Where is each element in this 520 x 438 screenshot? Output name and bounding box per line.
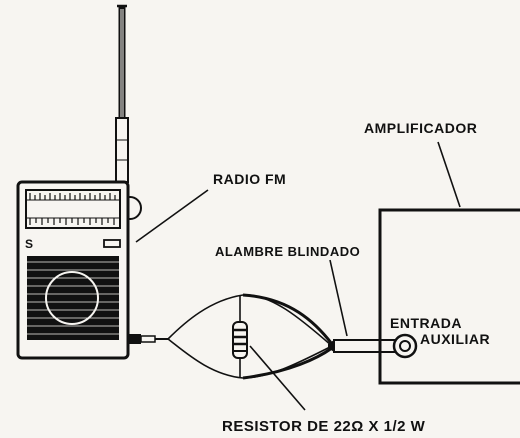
resistor-leader-line <box>249 345 306 411</box>
dial-ticks-lower <box>29 218 115 225</box>
wiring <box>167 293 334 380</box>
antenna <box>115 4 129 183</box>
label-shielded-wire: ALAMBRE BLINDADO <box>215 244 360 259</box>
resistor <box>232 321 248 359</box>
radio-button <box>103 239 121 248</box>
shielded-cable <box>328 339 397 353</box>
radio-output-jack <box>127 334 168 344</box>
label-aux-input-2: AUXILIAR <box>420 331 490 347</box>
wire-shield-1 <box>242 293 334 345</box>
amplifier <box>378 208 520 385</box>
wire-lower <box>167 338 333 379</box>
speaker-grille <box>27 256 119 340</box>
fm-radio: S <box>16 4 168 360</box>
radio-badge: S <box>25 237 34 251</box>
label-radio-fm: RADIO FM <box>213 171 286 187</box>
tuning-dial <box>25 189 121 229</box>
wire-leader-line <box>329 259 348 337</box>
radio-leader-line <box>135 189 209 243</box>
wire-shield-2 <box>242 346 333 380</box>
label-resistor: RESISTOR DE 22Ω X 1/2 W <box>222 418 426 435</box>
dial-ticks-upper <box>29 193 116 200</box>
label-amplifier: AMPLIFICADOR <box>364 120 477 136</box>
amplifier-leader-line <box>437 141 461 208</box>
label-aux-input-1: ENTRADA <box>390 315 462 331</box>
amplifier-box <box>378 208 520 385</box>
